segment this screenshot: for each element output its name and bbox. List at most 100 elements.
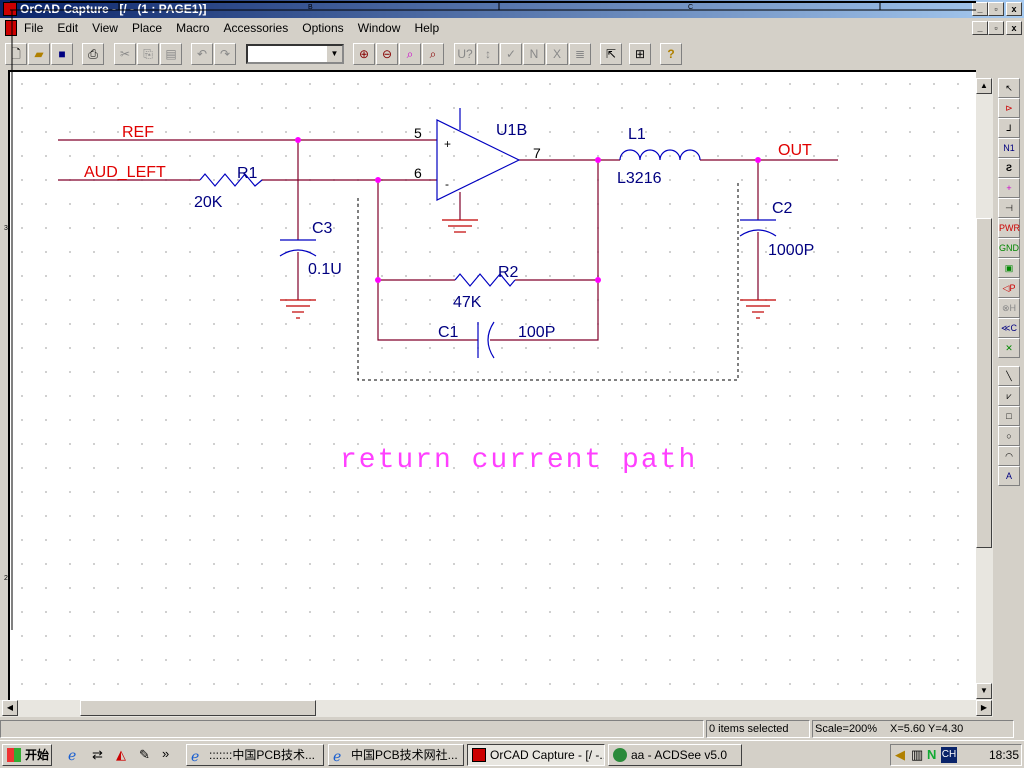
open-icon[interactable]: ▰ [28,43,50,65]
horizontal-scrollbar[interactable]: ◀ ▶ [0,700,993,717]
scroll-up-icon[interactable]: ▲ [976,78,992,94]
horizontal-scroll-thumb[interactable] [80,700,316,716]
place-arc-icon[interactable]: ◠ [998,446,1020,466]
network-tray-icon[interactable]: ▥ [911,747,924,762]
zoom-out-icon[interactable]: ⊖ [376,43,398,65]
place-part-icon[interactable]: ⊳ [998,98,1020,118]
place-polyline-icon[interactable]: ⩗ [998,386,1020,406]
place-bus-entry-icon[interactable]: ⊣ [998,198,1020,218]
start-button[interactable]: 开始 [2,744,52,766]
cut-icon[interactable]: ✂ [114,43,136,65]
document-icon[interactable] [5,20,17,36]
scroll-down-icon[interactable]: ▼ [976,683,992,699]
vertical-scroll-thumb[interactable] [976,218,992,548]
menu-place[interactable]: Place [132,21,163,35]
doc-minimize-button[interactable]: _ [972,21,988,35]
acdsee-quicklaunch-icon[interactable]: ◭ [116,747,126,762]
r1-ref: R1 [237,165,258,182]
menu-macro[interactable]: Macro [176,21,210,35]
l1-ref: L1 [628,126,646,143]
help-icon[interactable]: ? [660,43,682,65]
zoom-all-icon[interactable]: ⌕ [422,43,444,65]
restore-button[interactable]: ▫ [988,2,1004,16]
task-button[interactable]: ℯ:::::::中国PCB技术... [186,744,324,766]
place-junction-icon[interactable]: + [998,178,1020,198]
new-icon[interactable]: 🗋 [5,43,27,65]
more-quicklaunch-icon[interactable]: » [162,746,170,761]
vertical-scrollbar[interactable]: ▲ ▼ [976,78,993,700]
junction-dot [755,157,761,163]
place-ellipse-icon[interactable]: ○ [998,426,1020,446]
menu-accessories[interactable]: Accessories [223,21,289,35]
undo-icon[interactable]: ↶ [191,43,213,65]
place-hierarchical-block-icon[interactable]: ▣ [998,258,1020,278]
netlist-icon[interactable]: N [523,43,545,65]
scroll-left-icon[interactable]: ◀ [2,700,18,716]
back-annotate-icon[interactable]: ↕ [477,43,499,65]
place-hierarchical-port-icon[interactable]: ◁P [998,278,1020,298]
language-indicator[interactable]: CH [941,747,957,763]
chevron-down-icon[interactable]: ▼ [327,46,342,62]
place-power-icon[interactable]: PWR [998,218,1020,238]
schematic-canvas[interactable]: B C 3 2 REF AUD_LEFT OUT [4,1,976,700]
place-net-alias-icon[interactable]: N1 [998,138,1020,158]
close-button[interactable]: x [1006,2,1022,16]
status-coordinates: X=5.60 Y=4.30 [884,720,1014,738]
drc-icon[interactable]: ✓ [500,43,522,65]
zoom-in-icon[interactable]: ⊕ [353,43,375,65]
c1-ref: C1 [438,324,459,341]
place-off-page-connector-icon[interactable]: ≪C [998,318,1020,338]
task-button[interactable]: aa - ACDSee v5.0 [608,744,742,766]
cross-reference-icon[interactable]: X [546,43,568,65]
place-hierarchical-pin-icon[interactable]: ⊗H [998,298,1020,318]
doc-close-button[interactable]: x [1006,21,1022,35]
orcad-icon [472,748,486,762]
place-no-connect-icon[interactable]: ✕ [998,338,1020,358]
place-rectangle-icon[interactable]: □ [998,406,1020,426]
ime-icon[interactable]: N [927,747,937,762]
bill-of-materials-icon[interactable]: ≣ [569,43,591,65]
minimize-button[interactable]: _ [972,2,988,16]
menu-options[interactable]: Options [302,21,344,35]
snap-to-grid-icon[interactable]: ⇱ [600,43,622,65]
wire-feedback [377,160,599,341]
network-quicklaunch-icon[interactable]: ⇄ [92,747,103,762]
project-manager-icon[interactable]: ⊞ [629,43,651,65]
menu-help[interactable]: Help [414,21,440,35]
ruler-label-3: 3 [4,225,8,232]
menu-file[interactable]: File [24,21,44,35]
place-wire-icon[interactable]: ⅃ [998,118,1020,138]
volume-icon[interactable]: ◀ [895,747,905,762]
ground-icon [280,299,316,319]
menu-view[interactable]: View [92,21,118,35]
copy-icon[interactable]: ⎘ [137,43,159,65]
place-line-icon[interactable]: ╲ [998,366,1020,386]
select-tool-icon[interactable]: ↖ [998,78,1020,98]
place-text-icon[interactable]: A [998,466,1020,486]
place-bus-icon[interactable]: Ƨ [998,158,1020,178]
status-message [0,720,704,738]
place-ground-icon[interactable]: GND [998,238,1020,258]
zoom-select[interactable]: ▼ [246,44,344,64]
task-button-active[interactable]: OrCAD Capture - [/ -... [467,744,605,766]
annotate-icon[interactable]: U? [454,43,476,65]
doc-restore-button[interactable]: ▫ [988,21,1004,35]
menu-edit[interactable]: Edit [57,21,79,35]
opamp-u1b-body [436,119,521,201]
scroll-right-icon[interactable]: ▶ [976,700,992,716]
system-tray: ◀ ▥ N CH 18:35 [890,744,1022,766]
pin-7: 7 [533,145,541,161]
notepad-quicklaunch-icon[interactable]: ✎ [139,747,150,762]
ie-quicklaunch-icon[interactable]: ℯ [68,747,77,763]
menu-window[interactable]: Window [357,21,401,35]
net-label-out: OUT [778,142,812,159]
zoom-area-icon[interactable]: ⌕ [399,43,421,65]
print-icon[interactable]: ⎙ [82,43,104,65]
redo-icon[interactable]: ↷ [214,43,236,65]
capacitor-c2-curved-plate [739,229,777,237]
inductor-l1 [619,149,701,161]
paste-icon[interactable]: ▤ [160,43,182,65]
save-icon[interactable]: ■ [51,43,73,65]
task-label: aa - ACDSee v5.0 [631,748,728,762]
